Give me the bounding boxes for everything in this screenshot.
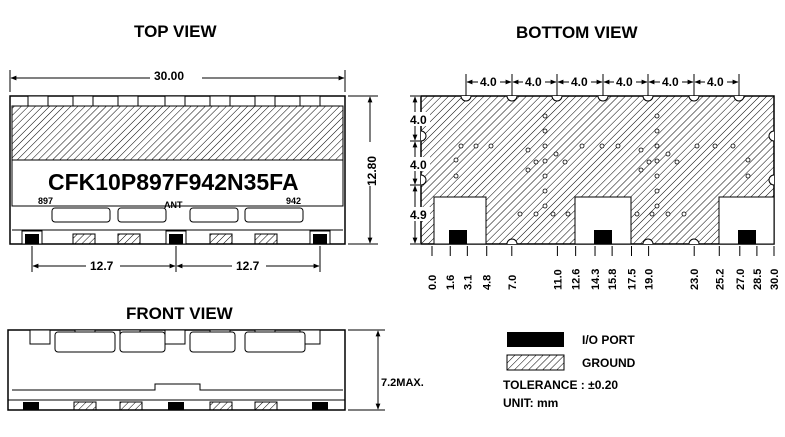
top-view: TOP VIEW 30.00 CFK10P897F942N35FA 897 AN… bbox=[9, 22, 379, 273]
bottom-top-dim-2: 4.0 bbox=[525, 75, 542, 89]
bottom-side-dimension: 4.0 4.0 4.9 bbox=[408, 95, 430, 245]
bottom-top-dim-3: 4.0 bbox=[571, 75, 588, 89]
x-tick-label: 12.6 bbox=[571, 269, 583, 290]
x-tick-label: 27.0 bbox=[735, 269, 747, 290]
legend-ground-label: GROUND bbox=[582, 356, 636, 370]
top-view-title: TOP VIEW bbox=[134, 22, 217, 41]
top-height-value: 12.80 bbox=[365, 156, 379, 186]
pitch-right-value: 12.7 bbox=[236, 259, 260, 273]
part-number: CFK10P897F942N35FA bbox=[48, 169, 299, 195]
top-label-plate bbox=[11, 159, 344, 207]
front-bottom-pads bbox=[23, 401, 328, 411]
bottom-view: BOTTOM VIEW bbox=[408, 23, 781, 290]
x-tick-label: 7.0 bbox=[507, 275, 519, 290]
x-tick-label: 4.8 bbox=[482, 275, 494, 290]
bottom-side-dim-1: 4.0 bbox=[410, 113, 427, 127]
pitch-left-value: 12.7 bbox=[90, 259, 114, 273]
bottom-top-dim-5: 4.0 bbox=[662, 75, 679, 89]
bottom-top-dimension: 4.0 4.0 4.0 4.0 4.0 4.0 bbox=[465, 74, 740, 96]
top-pitch-dimension: 12.7 12.7 bbox=[31, 246, 321, 273]
top-lid-hatched bbox=[11, 105, 344, 161]
x-tick-label: 14.3 bbox=[590, 269, 602, 290]
label-942: 942 bbox=[286, 196, 301, 206]
top-bottom-pads bbox=[21, 230, 331, 245]
label-ant: ANT bbox=[164, 200, 183, 210]
front-height-value: 7.2MAX. bbox=[381, 377, 424, 389]
tolerance-note: TOLERANCE : ±0.20 bbox=[503, 378, 618, 392]
x-tick-label: 1.6 bbox=[445, 275, 457, 290]
bottom-view-title: BOTTOM VIEW bbox=[516, 23, 638, 42]
top-width-value: 30.00 bbox=[154, 69, 184, 83]
front-view: FRONT VIEW bbox=[7, 304, 424, 411]
legend-io-swatch bbox=[507, 332, 564, 347]
bottom-side-dim-2: 4.0 bbox=[410, 158, 427, 172]
bottom-edge-notches bbox=[420, 95, 775, 245]
x-tick-label: 11.0 bbox=[552, 269, 564, 290]
x-tick-label: 0.0 bbox=[427, 275, 439, 290]
top-width-dimension: 30.00 bbox=[9, 66, 346, 92]
bottom-top-dim-1: 4.0 bbox=[480, 75, 497, 89]
legend-io-label: I/O PORT bbox=[582, 333, 635, 347]
bottom-side-dim-3: 4.9 bbox=[410, 208, 427, 222]
x-tick-label: 30.0 bbox=[769, 269, 781, 290]
unit-note: UNIT: mm bbox=[503, 396, 558, 410]
x-tick-label: 19.0 bbox=[644, 269, 656, 290]
front-windows bbox=[54, 331, 306, 353]
front-view-title: FRONT VIEW bbox=[126, 304, 234, 323]
x-tick-label: 25.2 bbox=[714, 269, 726, 290]
bottom-top-dim-4: 4.0 bbox=[616, 75, 633, 89]
bottom-x-ticks: 0.0 1.6 3.1 4.8 7.0 11.0 12.6 14.3 15.8 17.5 19.0 2… bbox=[427, 246, 781, 290]
x-tick-label: 28.5 bbox=[752, 269, 764, 290]
front-base-line bbox=[12, 383, 343, 391]
bottom-vias bbox=[453, 113, 751, 217]
legend: I/O PORT GROUND TOLERANCE : ±0.20 UNIT: … bbox=[503, 332, 636, 410]
legend-ground-swatch bbox=[506, 354, 565, 371]
bottom-io-windows bbox=[433, 196, 775, 245]
front-height-dimension: 7.2MAX. bbox=[348, 329, 424, 411]
bottom-top-dim-6: 4.0 bbox=[707, 75, 724, 89]
x-tick-label: 17.5 bbox=[627, 269, 639, 290]
top-lower-windows bbox=[51, 207, 304, 223]
x-tick-label: 3.1 bbox=[462, 275, 474, 290]
x-tick-label: 15.8 bbox=[607, 269, 619, 290]
label-897: 897 bbox=[38, 196, 53, 206]
top-height-dimension: 12.80 bbox=[348, 95, 379, 245]
x-tick-label: 23.0 bbox=[689, 269, 701, 290]
